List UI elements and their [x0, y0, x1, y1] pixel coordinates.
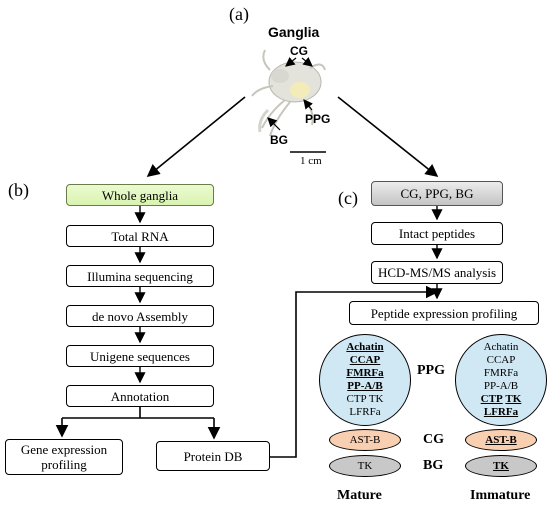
peptide-line: PP-A/B: [484, 380, 518, 393]
immature-cg-ellipse: AST-B: [465, 429, 537, 451]
protein-db-box: Protein DB: [156, 441, 270, 471]
immature-bg-ellipse: TK: [465, 455, 537, 477]
peptide-line: LFRFa: [484, 406, 518, 419]
arrow-to-cg-ppg-bg: [337, 96, 439, 177]
panel-label-c: (c): [338, 188, 358, 208]
peptide-line: CTP TK: [481, 393, 522, 406]
peptide-line: CCAP: [487, 354, 516, 367]
assembly-box: de novo Assembly: [66, 305, 214, 327]
peptide-name: TK: [368, 393, 384, 405]
ppg-region-label: PPG: [417, 363, 445, 378]
bg-region-label: BG: [423, 458, 444, 473]
ganglia-title: Ganglia: [268, 24, 320, 40]
peptide-line: Achatin: [346, 341, 383, 354]
hcd-ms-box: HCD-MS/MS analysis: [371, 261, 503, 284]
mature-cg-ellipse: AST-B: [329, 429, 401, 451]
peptide-name: FMRFa: [346, 367, 384, 379]
bg-photo-label: BG: [270, 133, 288, 147]
peptide-name: CCAP: [486, 354, 516, 366]
cg-region-label: CG: [423, 432, 444, 447]
peptide-name: FMRFa: [483, 367, 519, 379]
immature-label: Immature: [470, 488, 531, 503]
peptide-name: CTP: [346, 393, 367, 405]
peptide-name: PP-A/B: [347, 380, 383, 392]
peptide-line: CCAP: [350, 354, 381, 367]
gene-expression-box: Gene expression profiling: [5, 439, 123, 475]
peptide-name: CCAP: [349, 354, 381, 366]
peptide-name: TK: [505, 393, 522, 405]
peptide-name: CTP: [480, 393, 503, 405]
peptide-name: LFRFa: [483, 406, 519, 418]
intact-peptides-box: Intact peptides: [371, 222, 503, 245]
illumina-box: Illumina sequencing: [66, 265, 214, 287]
peptide-line: FMRFa: [346, 367, 383, 380]
peptide-name: PP-A/B: [483, 380, 519, 392]
peptide-line: FMRFa: [484, 367, 518, 380]
peptide-line: PP-A/B: [347, 380, 382, 393]
panel-label-b: (b): [8, 180, 29, 200]
cg-ppg-bg-box: CG, PPG, BG: [371, 181, 503, 206]
mature-cg-peptide: AST-B: [349, 434, 381, 446]
gene-expression-line-1: Gene expression: [20, 442, 108, 457]
peptide-profiling-box: Peptide expression profiling: [349, 301, 539, 325]
peptide-line: LFRFa: [349, 406, 380, 419]
arrow-to-whole-ganglia: [146, 96, 246, 178]
unigene-box: Unigene sequences: [66, 345, 214, 367]
scale-label: 1 cm: [300, 155, 322, 167]
peptide-name: Achatin: [346, 341, 384, 353]
cg-photo-label: CG: [290, 44, 308, 58]
immature-cg-peptide: AST-B: [485, 434, 517, 446]
immature-bg-peptide: TK: [493, 460, 509, 472]
mature-label: Mature: [337, 488, 382, 503]
gene-expression-line-2: profiling: [41, 457, 87, 472]
mature-bg-ellipse: TK: [329, 455, 401, 477]
whole-ganglia-box: Whole ganglia: [66, 184, 214, 206]
ppg-photo-label: PPG: [305, 112, 331, 126]
peptide-name: LFRFa: [349, 406, 381, 418]
ganglia-photo: [251, 49, 326, 153]
total-rna-box: Total RNA: [66, 225, 214, 247]
peptide-line: Achatin: [484, 341, 519, 354]
peptide-name: Achatin: [483, 341, 519, 353]
panel-label-a: (a): [229, 4, 249, 24]
mature-bg-peptide: TK: [357, 460, 373, 472]
annotation-box: Annotation: [66, 385, 214, 407]
peptide-line: CTP TK: [347, 393, 384, 406]
